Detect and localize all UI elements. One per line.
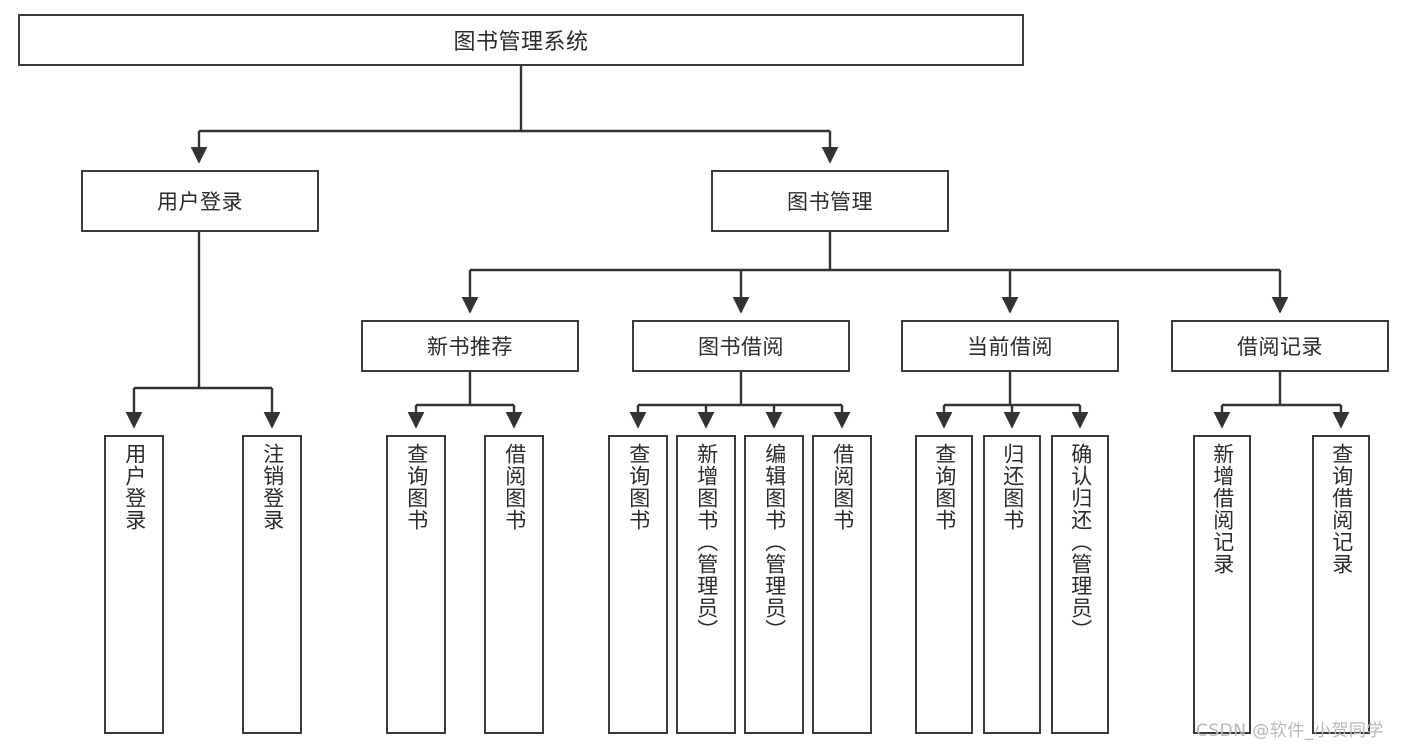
node-label: 当前借阅 <box>967 335 1053 359</box>
node-label: 查询借阅记录 <box>1329 443 1354 575</box>
leaf-query-borrow-record[interactable]: 查询借阅记录 <box>1312 435 1370 734</box>
node-book-borrow[interactable]: 图书借阅 <box>632 320 850 372</box>
node-label: 新书推荐 <box>427 335 513 359</box>
node-new-book-recommend[interactable]: 新书推荐 <box>361 320 579 372</box>
leaf-confirm-return-admin[interactable]: 确认归还（管理员） <box>1051 435 1109 734</box>
node-label: 编辑图书（管理员） <box>762 443 787 641</box>
node-user-login[interactable]: 用户登录 <box>81 170 319 232</box>
leaf-user-login[interactable]: 用户登录 <box>104 435 164 734</box>
node-label: 图书借阅 <box>698 335 784 359</box>
leaf-query-book-recommend[interactable]: 查询图书 <box>386 435 446 734</box>
node-label: 图书管理系统 <box>453 30 589 55</box>
node-label: 注销登录 <box>260 443 285 531</box>
leaf-edit-book-admin[interactable]: 编辑图书（管理员） <box>744 435 804 734</box>
node-current-borrow[interactable]: 当前借阅 <box>901 320 1119 372</box>
node-label: 查询图书 <box>932 443 957 531</box>
leaf-add-book-admin[interactable]: 新增图书（管理员） <box>676 435 736 734</box>
node-book-management[interactable]: 图书管理 <box>711 170 949 232</box>
node-borrow-record[interactable]: 借阅记录 <box>1171 320 1389 372</box>
node-label: 确认归还（管理员） <box>1068 443 1093 641</box>
watermark-text: CSDN @软件_小贺同学 <box>1196 721 1384 741</box>
leaf-query-book-current[interactable]: 查询图书 <box>915 435 973 734</box>
node-label: 查询图书 <box>626 443 651 531</box>
leaf-add-borrow-record[interactable]: 新增借阅记录 <box>1193 435 1251 734</box>
node-label: 借阅图书 <box>830 443 855 531</box>
node-label: 归还图书 <box>1000 443 1025 531</box>
node-label: 借阅记录 <box>1237 335 1323 359</box>
node-label: 借阅图书 <box>502 443 527 531</box>
node-label: 图书管理 <box>787 190 873 214</box>
leaf-user-logout[interactable]: 注销登录 <box>242 435 302 734</box>
node-label: 查询图书 <box>404 443 429 531</box>
node-label: 用户登录 <box>157 190 243 214</box>
node-label: 用户登录 <box>122 443 147 531</box>
leaf-borrow-book-recommend[interactable]: 借阅图书 <box>484 435 544 734</box>
leaf-query-book-borrow[interactable]: 查询图书 <box>608 435 668 734</box>
leaf-return-book[interactable]: 归还图书 <box>983 435 1041 734</box>
node-label: 新增图书（管理员） <box>694 443 719 641</box>
node-root[interactable]: 图书管理系统 <box>18 14 1024 66</box>
node-label: 新增借阅记录 <box>1210 443 1235 575</box>
leaf-borrow-book[interactable]: 借阅图书 <box>812 435 872 734</box>
csdn-watermark: CSDN @软件_小贺同学 <box>1196 716 1384 741</box>
